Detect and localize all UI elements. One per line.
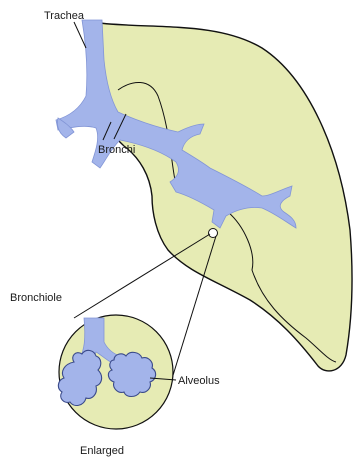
- label-enlarged: Enlarged: [80, 445, 124, 457]
- magnify-line-left: [74, 234, 210, 318]
- label-alveolus: Alveolus: [178, 375, 220, 387]
- label-bronchiole: Bronchiole: [10, 292, 62, 304]
- alveoli-cluster-right: [108, 352, 155, 396]
- label-bronchi: Bronchi: [98, 144, 135, 156]
- label-trachea: Trachea: [44, 10, 85, 22]
